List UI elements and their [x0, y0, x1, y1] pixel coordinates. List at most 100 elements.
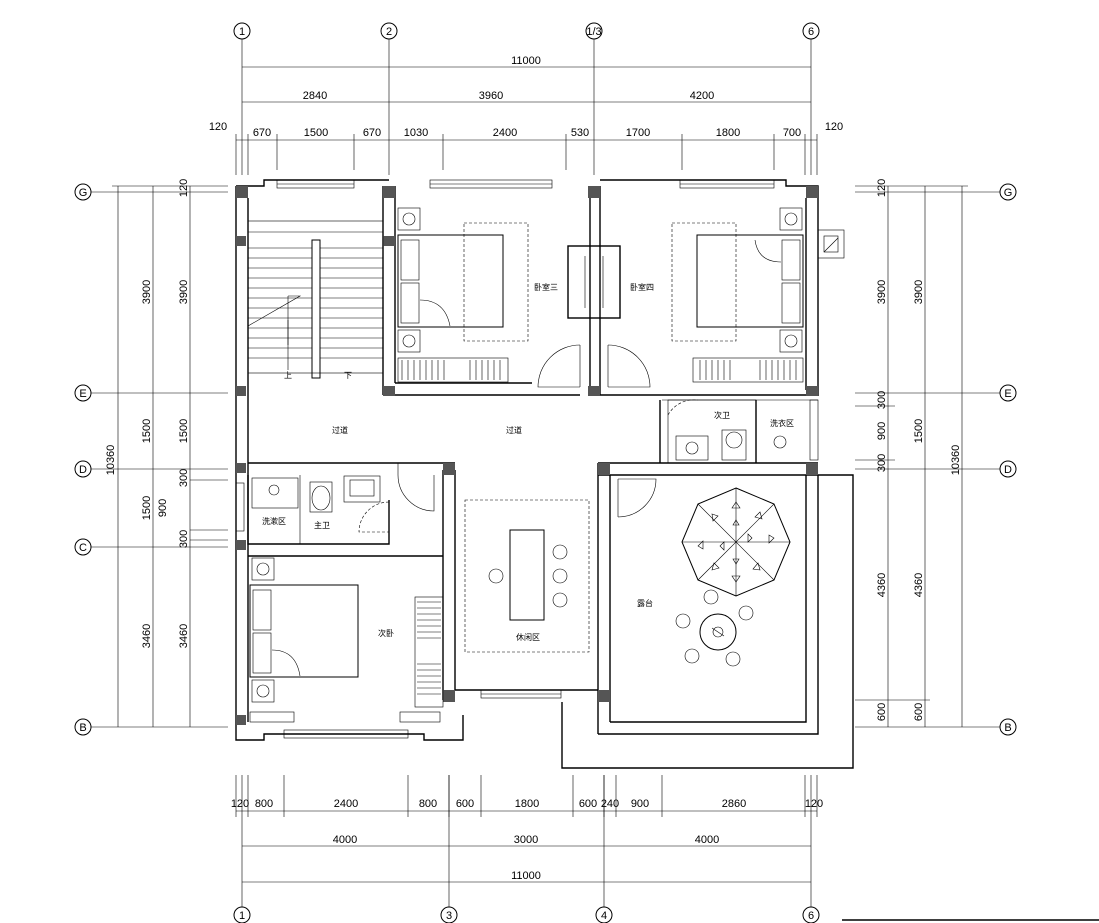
dim-left-inner-5: 300 [178, 530, 190, 548]
axis-top-1-3: 1/3 [586, 26, 601, 38]
axis-left-C: C [79, 542, 87, 554]
dim-right-inner-4: 300 [876, 454, 888, 472]
dim-bot1-0: 120 [231, 798, 249, 810]
dim-bot-overall: 11000 [511, 870, 541, 882]
axis-bubbles-left: G E D C B [74, 183, 228, 736]
dim-right-overall: 10360 [950, 445, 962, 476]
dim-bot2-1: 3000 [514, 834, 538, 846]
label-leisure: 休闲区 [516, 632, 540, 642]
dim-left-mid-1: 1500 [141, 419, 153, 443]
bedroom-three: 卧室三 [397, 207, 581, 388]
axis-top-6: 6 [808, 26, 814, 38]
second-bedroom: 次卧 [249, 557, 444, 723]
dimensions-left: 10360 3900 1500 1500 900 3460 120 3900 1… [105, 179, 228, 727]
dim-top3-2: 1500 [304, 127, 328, 139]
dim-top3-4: 1030 [404, 127, 428, 139]
dim-bot1-7: 240 [601, 798, 619, 810]
axis-right-D: D [1004, 464, 1012, 476]
dim-top3-10: 120 [825, 121, 843, 133]
dim-bot1-2: 2400 [334, 798, 358, 810]
dim-left-mid-0: 3900 [141, 280, 153, 304]
axis-right-E: E [1004, 388, 1011, 400]
label-laundry: 洗衣区 [770, 418, 794, 428]
axis-bottom-1: 1 [239, 910, 245, 922]
axis-bottom-4: 4 [601, 910, 607, 922]
stair-down-label: 下 [344, 371, 352, 380]
axis-left-B: B [79, 722, 86, 734]
dim-top-4200: 4200 [690, 90, 714, 102]
dim-top-2840: 2840 [303, 90, 327, 102]
label-main-bath: 主卫 [314, 520, 330, 530]
dim-left-inner-2: 1500 [178, 419, 190, 443]
dimensions-top: 11000 2840 3960 4200 120 670 1500 670 10… [209, 55, 843, 175]
dim-left-mid-2: 1500 [141, 496, 153, 520]
bedroom-four: 卧室四 [607, 207, 804, 388]
dim-bot1-8: 900 [631, 798, 649, 810]
dim-top3-0: 120 [209, 121, 227, 133]
label-second-bath: 次卫 [714, 410, 730, 420]
dim-bot2-2: 4000 [695, 834, 719, 846]
dim-right-mid-1: 1500 [913, 419, 925, 443]
axis-bubbles-right: G E D B [855, 183, 1017, 736]
dim-top3-1: 670 [253, 127, 271, 139]
columns [236, 186, 818, 725]
dim-bot2-0: 4000 [333, 834, 357, 846]
axis-left-G: G [79, 187, 88, 199]
axis-bubbles-top: 1 2 1/3 6 [233, 22, 820, 175]
axis-left-E: E [79, 388, 86, 400]
dim-left-inner-1: 3900 [178, 280, 190, 304]
dim-left-overall: 10360 [105, 445, 117, 476]
label-corridor-left: 过道 [332, 425, 348, 435]
label-terrace: 露台 [637, 598, 653, 608]
dim-bot1-3: 800 [419, 798, 437, 810]
dim-left-inner-3: 300 [178, 469, 190, 487]
dim-right-inner-6: 600 [876, 703, 888, 721]
dim-right-inner-3: 900 [876, 422, 888, 440]
dim-top3-6: 530 [571, 127, 589, 139]
axis-right-B: B [1004, 722, 1011, 734]
dim-left-inner-6: 3460 [178, 624, 190, 648]
terrace: 露台 [617, 478, 791, 667]
dim-bot1-9: 2860 [722, 798, 746, 810]
dim-bot1-4: 600 [456, 798, 474, 810]
dim-right-mid-3: 600 [913, 703, 925, 721]
axis-bottom-6: 6 [808, 910, 814, 922]
label-bedroom-three: 卧室三 [534, 282, 558, 292]
dim-top3-5: 2400 [493, 127, 517, 139]
wardrobe-center [567, 245, 621, 319]
axis-left-D: D [79, 464, 87, 476]
dim-top-overall: 11000 [511, 55, 541, 67]
dim-bot1-5: 1800 [515, 798, 539, 810]
stair-up-label: 上 [284, 371, 292, 380]
label-corridor-mid: 过道 [506, 425, 522, 435]
second-bath: 次卫 洗衣区 [667, 399, 794, 464]
windows [235, 179, 819, 739]
dim-top3-9: 700 [783, 127, 801, 139]
main-bath: 洗漱区 主卫 [251, 474, 435, 533]
dim-top-3960: 3960 [479, 90, 503, 102]
axis-top-2: 2 [386, 26, 392, 38]
dim-right-inner-5: 4360 [876, 573, 888, 597]
leisure-area: 休闲区 [464, 499, 590, 653]
dim-bot1-1: 800 [255, 798, 273, 810]
stair: 上 下 [247, 220, 384, 380]
dim-bot1-6: 600 [579, 798, 597, 810]
label-wash-area: 洗漱区 [262, 516, 286, 526]
dim-top3-3: 670 [363, 127, 381, 139]
axis-top-1: 1 [239, 26, 245, 38]
axis-right-G: G [1004, 187, 1013, 199]
dim-right-inner-1: 3900 [876, 280, 888, 304]
dimensions-right: 120 3900 300 900 300 4360 600 3900 1500 … [855, 179, 968, 727]
dim-top3-7: 1700 [626, 127, 650, 139]
axis-bottom-3: 3 [446, 910, 452, 922]
label-second-bedroom: 次卧 [378, 628, 394, 638]
label-bedroom-four: 卧室四 [630, 282, 654, 292]
dim-bot1-10: 120 [805, 798, 823, 810]
dimensions-bottom: 120 800 2400 800 600 1800 600 240 900 28… [231, 775, 1099, 923]
dim-left-mid-3: 900 [157, 499, 169, 517]
dim-left-mid-4: 3460 [141, 624, 153, 648]
pipe-box [817, 229, 845, 259]
dim-top3-8: 1800 [716, 127, 740, 139]
dim-right-mid-2: 4360 [913, 573, 925, 597]
